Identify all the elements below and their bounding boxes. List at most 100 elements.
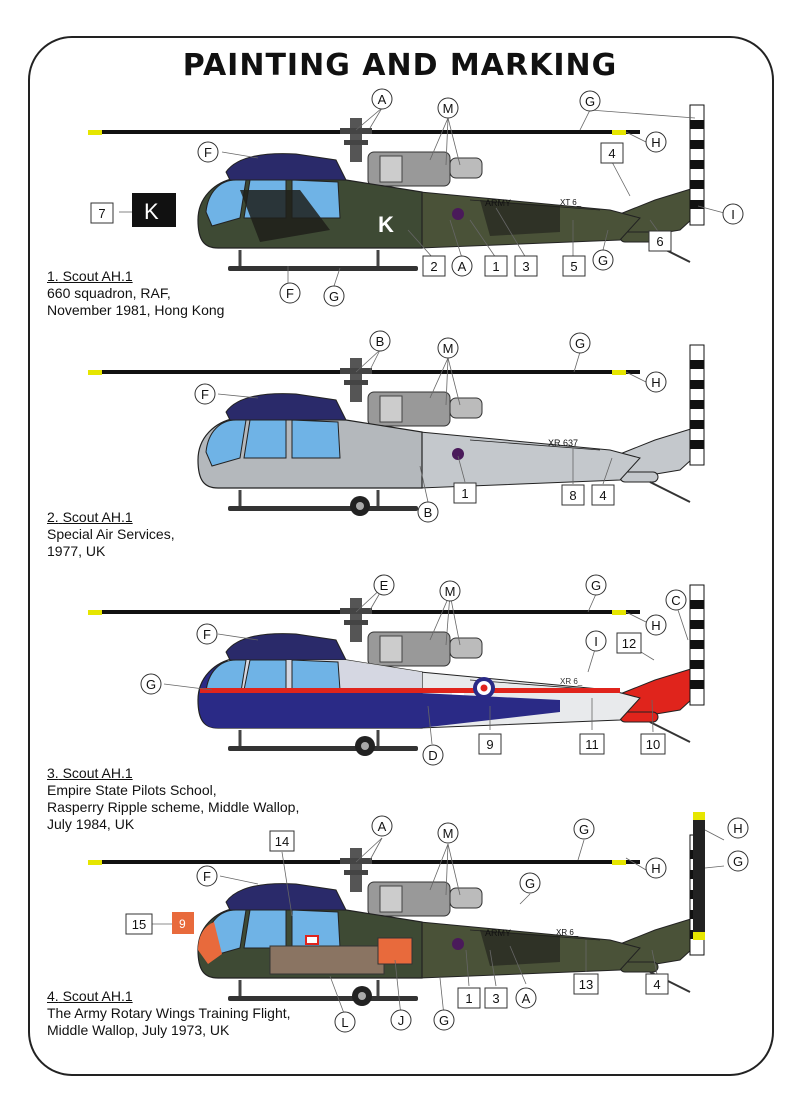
svg-text:F: F — [201, 387, 209, 402]
callout-1-3: 3 — [514, 255, 538, 277]
variant-4-name: Scout AH.1 — [62, 988, 133, 1004]
callout-1-2: 2 — [422, 255, 446, 277]
variant-3-caption: 3. Scout AH.1 Empire State Pilots School… — [47, 765, 299, 833]
heli4-decal-9-text: 9 — [179, 917, 186, 931]
helicopter-3-profile: XR 6_ — [88, 583, 706, 756]
svg-text:G: G — [585, 94, 595, 109]
callout-4-A-bottom: A — [515, 987, 537, 1009]
callout-3-M: M — [439, 580, 461, 602]
callout-1-5: 5 — [562, 255, 586, 277]
callout-2-B-top: B — [369, 330, 391, 352]
callout-1-G-bottom: G — [323, 285, 345, 307]
variant-4-number: 4. — [47, 988, 59, 1004]
svg-text:G: G — [579, 822, 589, 837]
callout-4-14: 14 — [269, 830, 295, 852]
variant-2-line-2: 1977, UK — [47, 543, 106, 559]
svg-text:14: 14 — [275, 834, 289, 849]
callout-3-F: F — [196, 623, 218, 645]
callout-3-H: H — [645, 614, 667, 636]
variant-1-name: Scout AH.1 — [62, 268, 133, 284]
callout-4-G-bottom: G — [433, 1009, 455, 1031]
variant-1-caption: 1. Scout AH.1 660 squadron, RAF, Novembe… — [47, 268, 224, 319]
heli4-tail-rotor — [693, 812, 705, 940]
svg-text:B: B — [376, 334, 385, 349]
svg-text:2: 2 — [430, 259, 437, 274]
svg-text:G: G — [329, 289, 339, 304]
callout-4-A-top: A — [371, 815, 393, 837]
callout-2-B-bottom: B — [417, 501, 439, 523]
svg-text:M: M — [445, 584, 456, 599]
callout-4-F: F — [196, 865, 218, 887]
svg-text:M: M — [443, 341, 454, 356]
svg-text:I: I — [731, 207, 735, 222]
helicopter-2-profile: XR 637 — [88, 343, 706, 516]
callout-3-D: D — [422, 744, 444, 766]
svg-text:M: M — [443, 101, 454, 116]
svg-text:G: G — [525, 876, 535, 891]
callout-1-F-bottom: F — [279, 282, 301, 304]
svg-text:A: A — [458, 259, 467, 274]
variant-1-line-2: November 1981, Hong Kong — [47, 302, 225, 318]
callout-3-9: 9 — [478, 733, 502, 755]
svg-text:F: F — [204, 145, 212, 160]
svg-text:H: H — [733, 821, 742, 836]
variant-3-name: Scout AH.1 — [62, 765, 133, 781]
callout-4-J: J — [390, 1009, 412, 1031]
variant-4-line-2: Middle Wallop, July 1973, UK — [47, 1022, 230, 1038]
heli1-k-decal — [132, 193, 176, 227]
svg-text:4: 4 — [599, 488, 606, 503]
callout-1-M: M — [437, 97, 459, 119]
callout-3-G-top: G — [585, 574, 607, 596]
variant-3-line-3: July 1984, UK — [47, 816, 135, 832]
svg-text:5: 5 — [570, 259, 577, 274]
variant-3-line-1: Empire State Pilots School, — [47, 782, 217, 798]
svg-text:1: 1 — [465, 991, 472, 1006]
heli4-code-army: ARMY — [485, 928, 511, 938]
callout-1-H: H — [645, 131, 667, 153]
callout-1-I: I — [722, 203, 744, 225]
callout-2-F: F — [194, 383, 216, 405]
svg-text:L: L — [341, 1015, 348, 1030]
svg-text:1: 1 — [461, 486, 468, 501]
callout-4-3: 3 — [484, 987, 508, 1009]
callout-1-6: 6 — [648, 230, 672, 252]
variant-3-line-2: Rasperry Ripple scheme, Middle Wallop, — [47, 799, 300, 815]
svg-text:F: F — [203, 627, 211, 642]
svg-text:1: 1 — [492, 259, 499, 274]
svg-text:G: G — [439, 1013, 449, 1028]
variant-1-number: 1. — [47, 268, 59, 284]
callout-4-13: 13 — [573, 973, 599, 995]
svg-text:3: 3 — [522, 259, 529, 274]
callout-1-1: 1 — [484, 255, 508, 277]
callout-3-E: E — [373, 574, 395, 596]
callout-1-G-right: G — [592, 249, 614, 271]
callout-3-C: C — [665, 589, 687, 611]
callout-1-A-bottom: A — [451, 255, 473, 277]
svg-text:11: 11 — [585, 737, 599, 752]
svg-text:E: E — [380, 578, 389, 593]
svg-text:F: F — [286, 286, 294, 301]
callout-3-12: 12 — [616, 632, 642, 654]
callout-4-G-mid: G — [519, 872, 541, 894]
callout-4-15: 15 — [125, 913, 153, 935]
svg-text:A: A — [378, 819, 387, 834]
page-title: PAINTING AND MARKING — [182, 48, 618, 83]
callout-4-H-right: H — [727, 817, 749, 839]
svg-text:3: 3 — [492, 991, 499, 1006]
svg-text:A: A — [378, 92, 387, 107]
callout-1-4: 4 — [600, 142, 624, 164]
callout-3-11: 11 — [579, 733, 605, 755]
callout-2-8: 8 — [561, 484, 585, 506]
svg-text:13: 13 — [579, 977, 593, 992]
callout-3-G-left: G — [140, 673, 162, 695]
svg-text:15: 15 — [132, 917, 146, 932]
helicopter-1-profile: K ARMY XT 6_ — [88, 103, 706, 273]
callout-2-1: 1 — [453, 482, 477, 504]
svg-text:G: G — [733, 854, 743, 869]
svg-text:M: M — [443, 826, 454, 841]
heli4-code-serial: XR 6_ — [556, 928, 579, 937]
svg-text:7: 7 — [98, 206, 105, 221]
callout-1-A-top: A — [371, 88, 393, 110]
svg-text:H: H — [651, 375, 660, 390]
